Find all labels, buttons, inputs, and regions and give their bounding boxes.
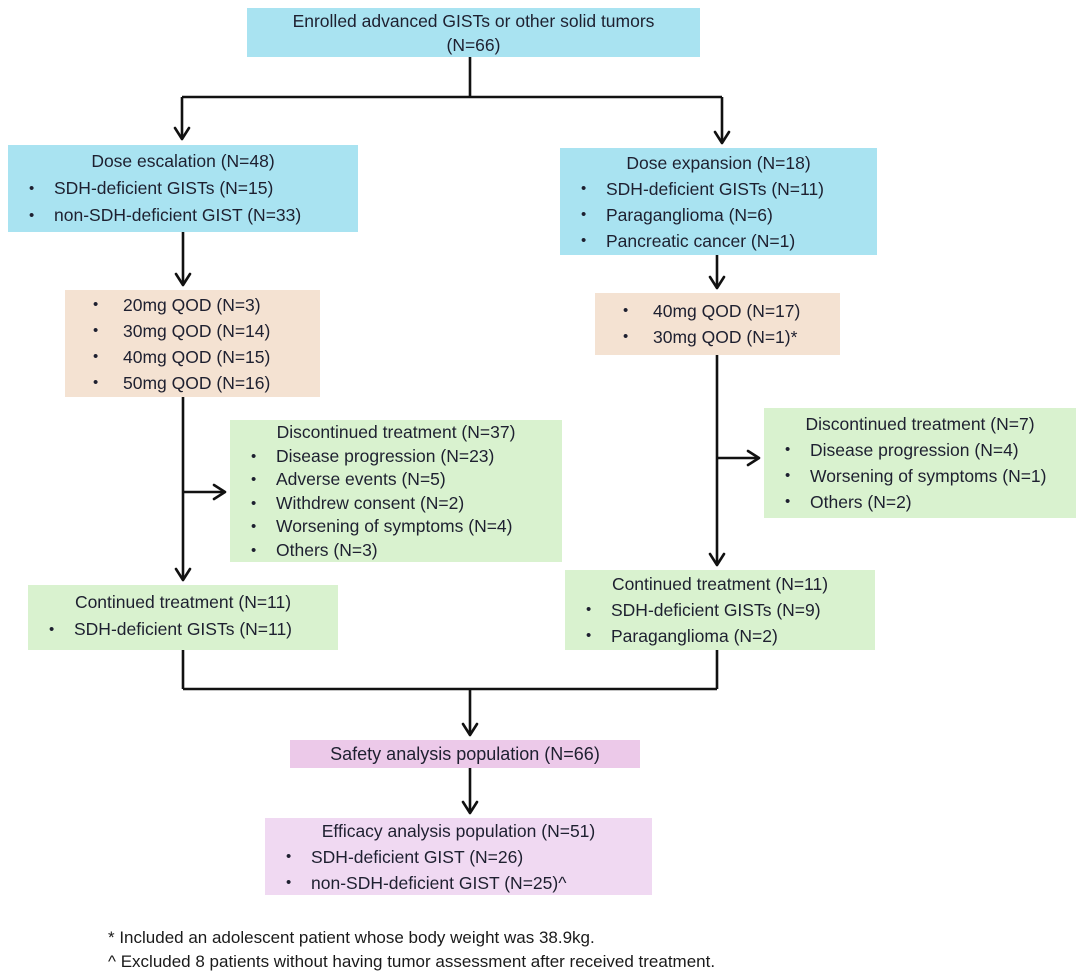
list-item: Disease progression (N=23) <box>230 445 562 469</box>
list-item: non-SDH-deficient GIST (N=33) <box>8 202 358 229</box>
enrolled-line2: (N=66) <box>446 35 501 55</box>
list-item: SDH-deficient GISTs (N=9) <box>565 597 875 623</box>
list-item: 40mg QOD (N=15) <box>65 344 320 370</box>
list-item: 50mg QOD (N=16) <box>65 370 320 396</box>
list-item: 30mg QOD (N=14) <box>65 318 320 344</box>
list-item: SDH-deficient GISTs (N=11) <box>560 176 877 202</box>
list-item: Withdrew consent (N=2) <box>230 492 562 516</box>
list-item: Adverse events (N=5) <box>230 468 562 492</box>
list-item: non-SDH-deficient GIST (N=25)^ <box>265 870 652 896</box>
list-item: SDH-deficient GISTs (N=15) <box>8 175 358 202</box>
list-item: SDH-deficient GISTs (N=11) <box>28 616 338 643</box>
dose-expansion-title: Dose expansion (N=18) <box>626 153 811 173</box>
footnote-asterisk: * Included an adolescent patient whose b… <box>108 928 595 947</box>
continued-expansion-list: SDH-deficient GISTs (N=9) Paraganglioma … <box>565 597 875 649</box>
discontinued-escalation-list: Disease progression (N=23) Adverse event… <box>230 445 562 563</box>
continued-escalation-title: Continued treatment (N=11) <box>74 592 292 612</box>
connector-merge <box>181 650 719 691</box>
continued-escalation-list: SDH-deficient GISTs (N=11) <box>28 616 338 643</box>
list-item: Others (N=2) <box>764 489 1076 515</box>
discontinued-expansion-title: Discontinued treatment (N=7) <box>805 414 1035 434</box>
footnotes: * Included an adolescent patient whose b… <box>108 926 715 974</box>
box-escalation-doses: 20mg QOD (N=3) 30mg QOD (N=14) 40mg QOD … <box>65 290 320 397</box>
box-dose-expansion: Dose expansion (N=18) SDH-deficient GIST… <box>560 148 877 255</box>
list-item: 20mg QOD (N=3) <box>65 292 320 318</box>
box-enrolled: Enrolled advanced GISTs or other solid t… <box>247 8 700 57</box>
safety-analysis-title: Safety analysis population (N=66) <box>330 744 600 764</box>
connector-top-split <box>182 57 722 99</box>
escalation-doses-list: 20mg QOD (N=3) 30mg QOD (N=14) 40mg QOD … <box>65 292 320 396</box>
discontinued-expansion-list: Disease progression (N=4) Worsening of s… <box>764 437 1076 515</box>
box-efficacy-analysis: Efficacy analysis population (N=51) SDH-… <box>265 818 652 896</box>
list-item: SDH-deficient GIST (N=26) <box>265 844 652 870</box>
list-item: 40mg QOD (N=17) <box>595 298 840 324</box>
list-item: Others (N=3) <box>230 539 562 563</box>
continued-expansion-title: Continued treatment (N=11) <box>611 574 829 594</box>
dose-escalation-title: Dose escalation (N=48) <box>91 151 275 171</box>
footnote-caret: ^ Excluded 8 patients without having tum… <box>108 952 716 971</box>
box-safety-analysis: Safety analysis population (N=66) <box>290 740 640 768</box>
list-item: Paraganglioma (N=2) <box>565 623 875 649</box>
dose-expansion-list: SDH-deficient GISTs (N=11) Paraganglioma… <box>560 176 877 254</box>
box-discontinued-escalation: Discontinued treatment (N=37) Disease pr… <box>230 420 562 562</box>
list-item: 30mg QOD (N=1)* <box>595 324 840 350</box>
list-item: Pancreatic cancer (N=1) <box>560 228 877 254</box>
box-continued-expansion: Continued treatment (N=11) SDH-deficient… <box>565 570 875 650</box>
enrolled-line1: Enrolled advanced GISTs or other solid t… <box>292 11 655 31</box>
box-continued-escalation: Continued treatment (N=11) SDH-deficient… <box>28 585 338 650</box>
list-item: Worsening of symptoms (N=1) <box>764 463 1076 489</box>
list-item: Worsening of symptoms (N=4) <box>230 515 562 539</box>
box-discontinued-expansion: Discontinued treatment (N=7) Disease pro… <box>764 408 1076 518</box>
efficacy-analysis-list: SDH-deficient GIST (N=26) non-SDH-defici… <box>265 844 652 896</box>
list-item: Paraganglioma (N=6) <box>560 202 877 228</box>
list-item: Disease progression (N=4) <box>764 437 1076 463</box>
box-expansion-doses: 40mg QOD (N=17) 30mg QOD (N=1)* <box>595 293 840 355</box>
discontinued-escalation-title: Discontinued treatment (N=37) <box>276 422 516 442</box>
box-dose-escalation: Dose escalation (N=48) SDH-deficient GIS… <box>8 145 358 232</box>
efficacy-analysis-title: Efficacy analysis population (N=51) <box>321 821 596 841</box>
dose-escalation-list: SDH-deficient GISTs (N=15) non-SDH-defic… <box>8 175 358 229</box>
expansion-doses-list: 40mg QOD (N=17) 30mg QOD (N=1)* <box>595 298 840 350</box>
